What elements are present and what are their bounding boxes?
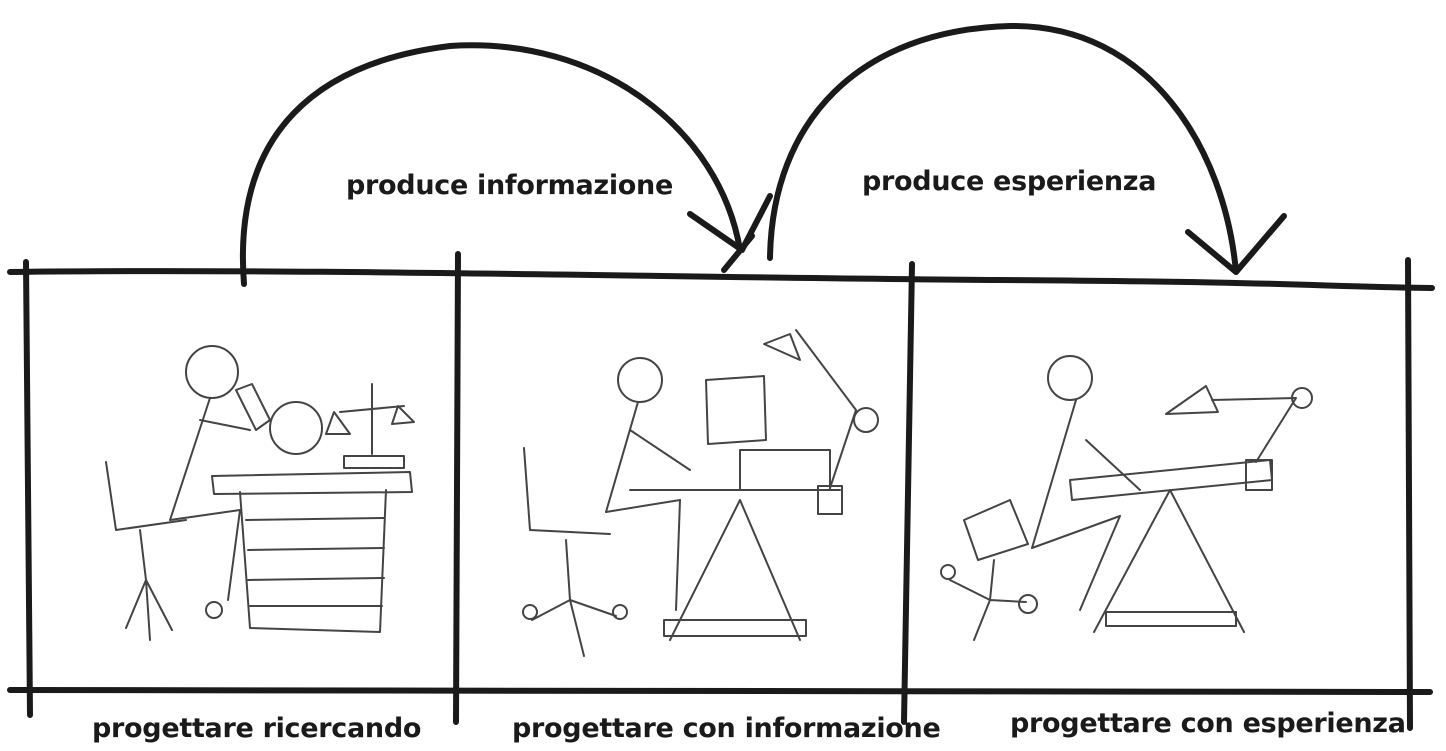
sketch-researcher — [105, 345, 415, 641]
panel-frame — [7, 251, 1435, 731]
arrow-label-produce-esperienza: produce esperienza — [862, 166, 1157, 197]
arrow-produce-esperienza — [767, 22, 1287, 275]
arrow-produce-informazione — [239, 42, 773, 287]
panel-caption-esperienza: progettare con esperienza — [1010, 708, 1406, 739]
sketch-designer-experience — [940, 355, 1313, 641]
arrow-label-produce-informazione: produce informazione — [346, 170, 673, 201]
sketch-designer-computer — [522, 329, 879, 657]
panel-caption-informazione: progettare con informazione — [512, 713, 941, 744]
panel-caption-ricercando: progettare ricercando — [92, 713, 422, 744]
